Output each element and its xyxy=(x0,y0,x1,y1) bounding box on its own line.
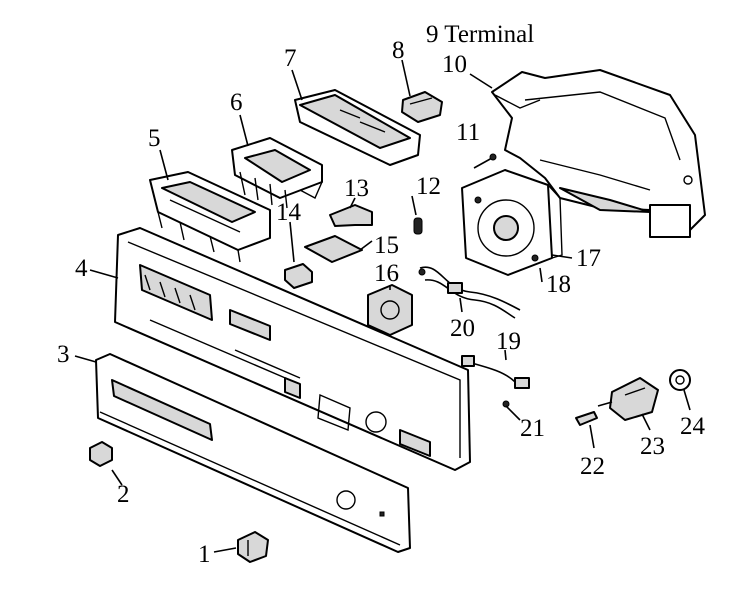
label-11: 11 xyxy=(456,119,480,146)
label-19: 19 xyxy=(496,328,521,355)
part-labels: 1 2 3 4 5 6 7 8 9 Terminal 10 11 12 13 1… xyxy=(57,21,706,568)
label-23: 23 xyxy=(640,433,665,460)
part-12-spacer xyxy=(413,217,423,235)
label-15: 15 xyxy=(374,232,399,259)
label-6: 6 xyxy=(230,89,243,116)
part-24-ring xyxy=(669,369,691,391)
label-17: 17 xyxy=(576,245,601,272)
part-4-control-panel xyxy=(114,227,471,471)
label-4: 4 xyxy=(75,255,88,282)
label-8: 8 xyxy=(392,37,405,64)
part-8-terminal-block xyxy=(401,91,443,123)
part-14-button xyxy=(284,263,313,289)
part-13-clip xyxy=(329,204,373,227)
label-12: 12 xyxy=(416,173,441,200)
label-13: 13 xyxy=(344,175,369,202)
part-2-cap xyxy=(89,441,113,467)
label-16: 16 xyxy=(374,260,399,287)
part-10-rear-housing xyxy=(491,69,706,238)
part-7-cover-plate xyxy=(294,89,421,166)
label-21: 21 xyxy=(520,415,545,442)
label-18: 18 xyxy=(546,271,571,298)
part-15-board xyxy=(304,235,363,263)
part-20-wire-harness xyxy=(418,266,521,319)
part-16-motor xyxy=(367,284,413,336)
part-1-knob xyxy=(237,531,269,563)
part-6-switch-module xyxy=(231,137,323,209)
part-3-front-fascia xyxy=(95,353,411,553)
leader-lines xyxy=(74,59,691,553)
label-24: 24 xyxy=(680,413,706,440)
label-20: 20 xyxy=(450,315,475,342)
label-14: 14 xyxy=(276,199,302,226)
part-17-timer xyxy=(461,169,563,276)
label-7: 7 xyxy=(284,45,297,72)
part-22-pin xyxy=(575,411,598,426)
label-3: 3 xyxy=(57,341,70,368)
label-2: 2 xyxy=(117,481,130,508)
label-5: 5 xyxy=(148,125,161,152)
part-19-connector-wire xyxy=(461,355,530,389)
label-22: 22 xyxy=(580,453,605,480)
label-10: 10 xyxy=(442,51,467,78)
part-5-switch-bracket xyxy=(149,171,271,263)
label-9-terminal: 9 Terminal xyxy=(426,21,534,48)
part-11-screw xyxy=(473,153,497,169)
part-23-rotary-switch xyxy=(597,377,659,421)
label-1: 1 xyxy=(198,541,211,568)
